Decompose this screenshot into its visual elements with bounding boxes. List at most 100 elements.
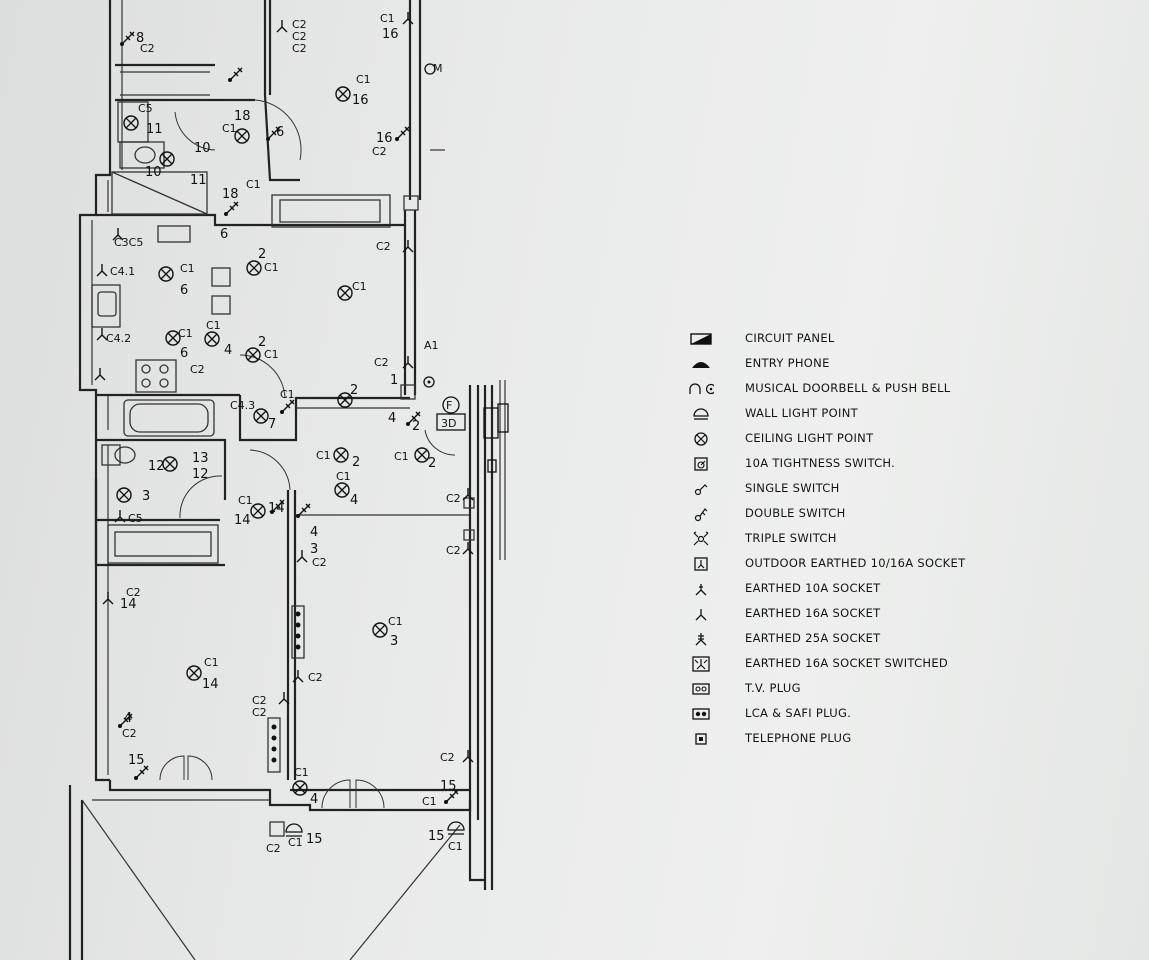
fixtures bbox=[91, 101, 475, 837]
socket-16a-icon bbox=[276, 19, 288, 33]
plan-label: C2 bbox=[140, 42, 155, 55]
plan-label: 11 bbox=[190, 173, 207, 188]
legend-label: SINGLE SWITCH bbox=[745, 481, 840, 495]
legend-label: DOUBLE SWITCH bbox=[745, 506, 846, 520]
plan-label: 12 bbox=[192, 467, 209, 482]
legend-label: LCA & SAFI PLUG. bbox=[745, 706, 852, 720]
plan-label: 18 bbox=[234, 109, 251, 124]
plan-label: 2 bbox=[412, 419, 420, 434]
plan-label: C1 bbox=[356, 73, 371, 86]
plan-label: 7 bbox=[268, 417, 276, 432]
tv-plug-icon bbox=[487, 459, 497, 473]
plan-label: 1 bbox=[390, 373, 398, 388]
doorbell-push-bell-icon bbox=[688, 380, 714, 398]
plan-label: 14 bbox=[120, 597, 137, 612]
socket-16a-icon bbox=[296, 549, 308, 563]
plan-label: 6 bbox=[180, 283, 188, 298]
legend-label: OUTDOOR EARTHED 10/16A SOCKET bbox=[745, 556, 966, 570]
ceiling-light-point-icon bbox=[337, 285, 353, 301]
plan-label: C2 bbox=[126, 586, 141, 599]
plan-label: C1 bbox=[294, 766, 309, 779]
triple-switch-icon bbox=[223, 201, 239, 217]
plan-label: C2 bbox=[292, 42, 307, 55]
plan-label: 6 bbox=[180, 346, 188, 361]
ceiling-light-point-icon bbox=[234, 128, 250, 144]
plan-label: 15 bbox=[306, 832, 323, 847]
plan-label: F bbox=[446, 399, 452, 412]
ceiling-light-point-icon bbox=[245, 347, 261, 363]
plan-label: 18 bbox=[222, 187, 239, 202]
socket-10a-icon bbox=[94, 367, 106, 381]
lca-safi-plug-icon bbox=[688, 705, 714, 723]
plan-label: 15 bbox=[428, 829, 445, 844]
tightness-switch-icon bbox=[688, 455, 714, 473]
plan-label: C4.2 bbox=[106, 332, 131, 345]
legend-label: EARTHED 10A SOCKET bbox=[745, 581, 881, 595]
plan-label: A1 bbox=[424, 339, 439, 352]
ceiling-light-point-icon bbox=[158, 266, 174, 282]
walls bbox=[68, 0, 506, 960]
ceiling-light-point-icon bbox=[372, 622, 388, 638]
ceiling-light-point-icon bbox=[333, 447, 349, 463]
triple-switch-icon bbox=[394, 126, 410, 142]
plan-label: C1 bbox=[422, 795, 437, 808]
plan-label: C1 bbox=[264, 261, 279, 274]
plan-label: C1 bbox=[204, 656, 219, 669]
socket-16a-icon bbox=[462, 541, 474, 555]
ceiling-light-point-icon bbox=[335, 86, 351, 102]
plan-label: 3 bbox=[310, 542, 318, 557]
plan-label: 4 bbox=[124, 711, 132, 726]
legend-label: ENTRY PHONE bbox=[745, 356, 830, 370]
plan-label: 11 bbox=[146, 122, 163, 137]
legend-label: 10A TIGHTNESS SWITCH. bbox=[745, 456, 896, 470]
plan-label: 4 bbox=[310, 792, 318, 807]
ceiling-light-point-icon bbox=[116, 487, 132, 503]
plan-label: C4.1 bbox=[110, 265, 135, 278]
socket-16a-icon bbox=[462, 749, 474, 763]
ceiling-light-point-icon bbox=[159, 151, 175, 167]
legend-label: TELEPHONE PLUG bbox=[745, 731, 852, 745]
plan-label: 14 bbox=[234, 513, 251, 528]
legend-label: CEILING LIGHT POINT bbox=[745, 431, 874, 445]
plan-label: 2 bbox=[258, 335, 266, 350]
plan-label: C4.3 bbox=[230, 399, 255, 412]
plan-label: C2 bbox=[446, 544, 461, 557]
plan-label: C1 bbox=[380, 12, 395, 25]
legend-label: EARTHED 16A SOCKET SWITCHED bbox=[745, 656, 949, 670]
plan-label: 2 bbox=[350, 383, 358, 398]
legend-label: T.V. PLUG bbox=[745, 681, 801, 695]
ceiling-light-point-icon bbox=[162, 456, 178, 472]
single-switch-icon bbox=[279, 399, 295, 415]
triple-switch-icon bbox=[295, 503, 311, 519]
ceiling-light-point-icon bbox=[334, 482, 350, 498]
ceiling-light-point-icon bbox=[123, 115, 139, 131]
plan-label: C2 bbox=[122, 727, 137, 740]
plan-label: 12 bbox=[148, 459, 165, 474]
single-switch-icon bbox=[133, 765, 149, 781]
plan-label: 3D bbox=[441, 417, 456, 430]
plan-label: C1 bbox=[264, 348, 279, 361]
plan-label: C1 bbox=[238, 494, 253, 507]
plan-label: C2 bbox=[446, 492, 461, 505]
plan-label: 3 bbox=[142, 489, 150, 504]
plan-label: C1 bbox=[180, 262, 195, 275]
plan-label: 6 bbox=[220, 227, 228, 242]
3d-marker bbox=[436, 413, 466, 431]
plan-label: C3C5 bbox=[114, 236, 143, 249]
plan-label: 10 bbox=[145, 165, 162, 180]
plan-label: C2 bbox=[292, 18, 307, 31]
plan-label: 6 bbox=[276, 125, 284, 140]
plan-label: C2 bbox=[440, 751, 455, 764]
doorbell-push-bell-icon bbox=[424, 63, 436, 75]
socket-16a-switched-icon bbox=[688, 655, 714, 673]
socket-10a-icon bbox=[688, 580, 714, 598]
ceiling-light-point-icon bbox=[186, 665, 202, 681]
plan-label: 8 bbox=[136, 31, 144, 46]
outdoor-socket-icon bbox=[688, 555, 714, 573]
plan-label: C1 bbox=[394, 450, 409, 463]
plan-label: C2 bbox=[308, 671, 323, 684]
electrical-symbols: C1 16 C1 16 C2 C2 C2 C2 8 C2 16 M C5 11 … bbox=[94, 11, 509, 855]
plan-label: C2 bbox=[252, 706, 267, 719]
ceiling-light-point-icon bbox=[204, 331, 220, 347]
ceiling-light-point-icon bbox=[246, 260, 262, 276]
